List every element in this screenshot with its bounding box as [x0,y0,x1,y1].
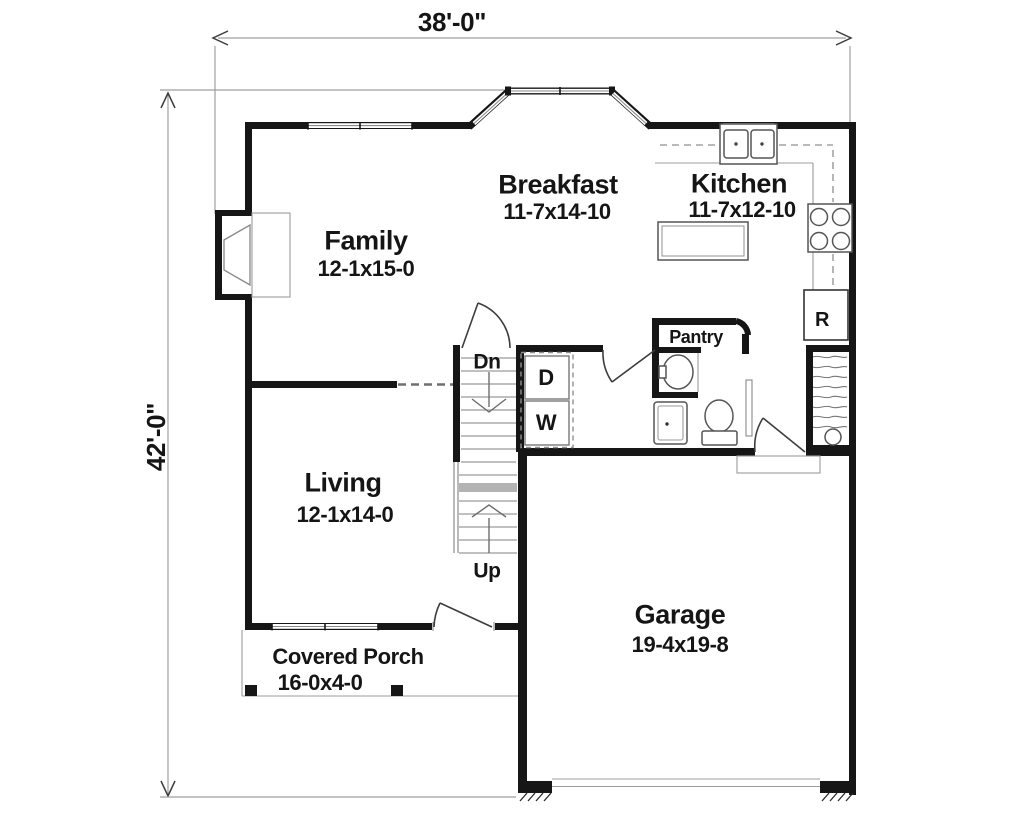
bath-fixtures [653,353,753,446]
room-label-covered-porch: Covered Porch [272,644,424,669]
front-door [432,602,495,631]
dimension-lines [160,30,853,798]
pedestal-sink [658,354,694,390]
fireplace [215,210,291,300]
stairs-down-arrow [471,372,507,413]
room-size-living: 12-1x14-0 [296,502,394,527]
toilet [701,399,738,446]
covered-porch-outline [241,630,518,697]
bath-door-jamb [745,379,753,437]
laundry-tub [653,401,688,445]
laundry-door [602,349,656,383]
room-label-breakfast: Breakfast [498,169,618,200]
room-label-living: Living [304,467,382,498]
shelf-closet [812,355,848,446]
basement-stairs-door [461,302,511,349]
stairs-up-label: Up [473,559,501,583]
dryer-label: D [538,365,554,390]
washer-box [524,400,570,446]
refrigerator-label: R [814,309,830,331]
stove [807,203,853,253]
room-size-kitchen: 11-7x12-10 [688,197,796,222]
room-size-covered-porch: 16-0x4-0 [277,670,363,695]
living-window [271,623,379,631]
room-size-garage: 19-4x19-8 [631,632,729,657]
garage-details [519,455,854,802]
dryer-box [524,355,570,400]
kitchen-island [657,221,749,261]
kitchen-sink [719,123,778,165]
overall-width-dimension: 38'-0" [417,7,487,37]
family-window [307,122,413,130]
refrigerator [803,289,849,341]
staircase [453,357,517,554]
room-label-family: Family [324,225,408,256]
overall-height-dimension: 42'-0" [141,402,171,472]
room-label-pantry: Pantry [669,327,723,347]
stair-break [459,483,517,492]
porch-post [245,685,257,696]
porch-post [391,685,403,696]
stairs-down-label: Dn [473,350,501,374]
doors [432,302,806,631]
garage-step [736,455,821,474]
laundry-closet [520,351,574,449]
bay-windows [472,86,648,126]
room-label-kitchen: Kitchen [690,168,788,199]
room-size-family: 12-1x15-0 [317,256,415,281]
room-label-garage: Garage [634,599,726,630]
room-size-breakfast: 11-7x14-10 [503,199,611,224]
kitchen-counters [655,144,834,290]
stairs-up-arrow [471,504,507,553]
windows [271,86,776,631]
washer-label: W [535,410,557,435]
garage-entry-door [753,417,806,453]
